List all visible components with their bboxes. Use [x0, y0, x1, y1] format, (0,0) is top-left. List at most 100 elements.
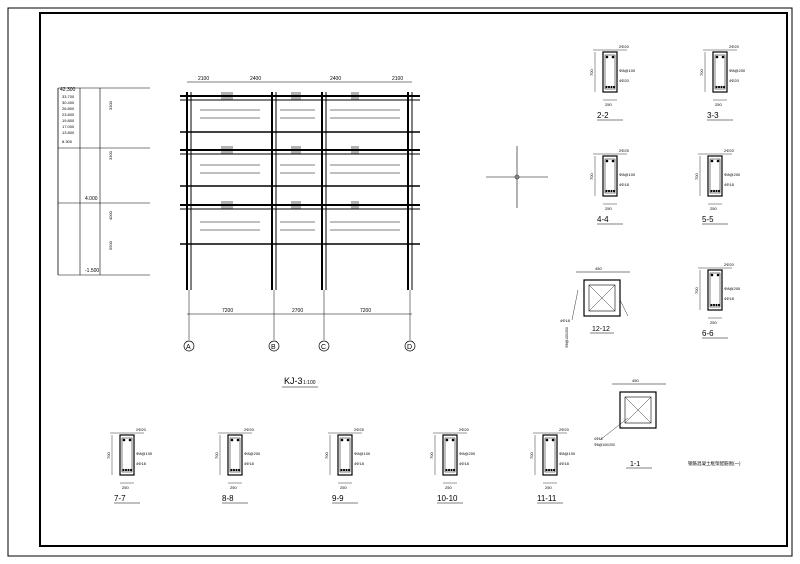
level-5: 19.800: [62, 118, 75, 123]
rebar-dot: [445, 438, 449, 442]
rebar-dot: [715, 189, 718, 193]
section-outline: [227, 434, 243, 476]
section-bottom-bars: 4Φ18: [619, 182, 630, 187]
beam-sections: 2Φ204Φ20Φ8@1002507002-22Φ204Φ20Φ8@200250…: [106, 44, 746, 504]
section-label: 5-5: [702, 215, 714, 224]
section-stirrup: [444, 437, 456, 473]
rebar-dot: [128, 438, 132, 442]
section-label: 4-4: [597, 215, 609, 224]
frame-title-block: KJ-3 1:100: [282, 376, 318, 388]
rebar-dot: [715, 55, 719, 59]
section-stirrup-label: Φ8@200: [459, 451, 476, 456]
rebar-dot: [712, 303, 716, 307]
section-stirrup-label: Φ8@100: [619, 172, 636, 177]
axis-label-a: A: [186, 344, 191, 351]
section-top-bars: 2Φ25: [354, 427, 365, 432]
rebar-dot: [722, 85, 726, 89]
section-bottom-bars: 4Φ18: [724, 182, 735, 187]
section-top-bars: 2Φ20: [724, 148, 735, 153]
frame-elevation: [180, 81, 420, 340]
level-6: 17.000: [62, 124, 75, 129]
section-bottom-bars: 4Φ18: [244, 461, 255, 466]
section-bottom-bars: 4Φ20: [619, 78, 630, 83]
section-outline: [712, 51, 728, 93]
rebar-dot: [720, 85, 723, 89]
col-1-stirrup: Φ8@100/200: [594, 443, 615, 447]
rebar-dot: [552, 468, 556, 472]
column-section-1-1: [599, 383, 666, 441]
inner-border: [39, 12, 788, 547]
storey-h-2: 3300: [108, 150, 113, 160]
rebar-dot: [230, 438, 234, 442]
rebar-dot: [129, 468, 133, 472]
section-label: 2-2: [597, 111, 609, 120]
rebar-dot: [710, 303, 713, 307]
rebar-dot: [612, 85, 616, 89]
rebar-dot: [605, 159, 609, 163]
span-2: 2700: [292, 308, 303, 314]
outer-border: [7, 7, 793, 557]
col-12-bars: 4Φ18: [560, 318, 571, 323]
level-top: 42.300: [60, 87, 76, 93]
col-12-stirrup: Φ8@100/200: [565, 327, 569, 348]
section-top-bars: 2Φ20: [136, 427, 147, 432]
drawing-note: 钢筋混凝土框架配筋图(一): [688, 460, 741, 467]
section-stirrup-label: Φ8@200: [724, 286, 741, 291]
rebar-dot: [235, 468, 238, 472]
section-outline: [542, 434, 558, 476]
span-3: 7200: [360, 308, 371, 314]
section-width: 250: [710, 206, 717, 211]
rebar-dot: [122, 468, 125, 472]
section-width: 250: [230, 485, 237, 490]
section-width: 250: [605, 206, 612, 211]
section-width: 250: [340, 485, 347, 490]
rebar-dot: [342, 468, 346, 472]
rebar-dot: [127, 468, 130, 472]
rebar-dot: [122, 438, 126, 442]
section-stirrup-label: Φ8@100: [136, 451, 153, 456]
center-mark: [486, 146, 548, 208]
section-label: 8-8: [222, 494, 234, 503]
rebar-dot: [547, 468, 551, 472]
rebar-dot: [347, 468, 351, 472]
section-height: 700: [694, 173, 699, 180]
section-label: 10-10: [437, 494, 458, 503]
axis-bubbles: A B C D: [183, 340, 416, 352]
rebar-dot: [124, 468, 128, 472]
rebar-dot: [545, 438, 549, 442]
rebar-dot: [717, 189, 721, 193]
section-top-bars: 2Φ20: [619, 44, 630, 49]
section-width: 250: [715, 102, 722, 107]
rebar-dot: [236, 438, 240, 442]
rebar-dot: [715, 85, 718, 89]
section-stirrup: [339, 437, 351, 473]
section-stirrup-label: Φ8@100: [354, 451, 371, 456]
rebar-dot: [340, 438, 344, 442]
col-1-bars: 4Φ18: [594, 437, 603, 441]
section-label: 3-3: [707, 111, 719, 120]
section-stirrup: [229, 437, 241, 473]
level-8: 8.300: [62, 139, 73, 144]
section-width: 250: [545, 485, 552, 490]
section-label: 7-7: [114, 494, 126, 503]
section-top-bars: 2Φ20: [559, 427, 570, 432]
rebar-dot: [716, 159, 720, 163]
section-top-bars: 2Φ25: [619, 148, 630, 153]
rebar-dot: [232, 468, 236, 472]
rebar-dot: [715, 303, 718, 307]
rebar-dot: [717, 303, 721, 307]
section-height: 700: [699, 69, 704, 76]
level-2: 30.400: [62, 100, 75, 105]
section-stirrup-label: Φ8@200: [244, 451, 261, 456]
span-1: 7200: [222, 308, 233, 314]
bay-label-3: 2400: [330, 76, 341, 82]
section-outline: [119, 434, 135, 476]
storey-h-1: 3300: [108, 100, 113, 110]
level-4: 23.800: [62, 112, 75, 117]
rebar-dot: [717, 85, 721, 89]
rebar-dot: [611, 55, 615, 59]
